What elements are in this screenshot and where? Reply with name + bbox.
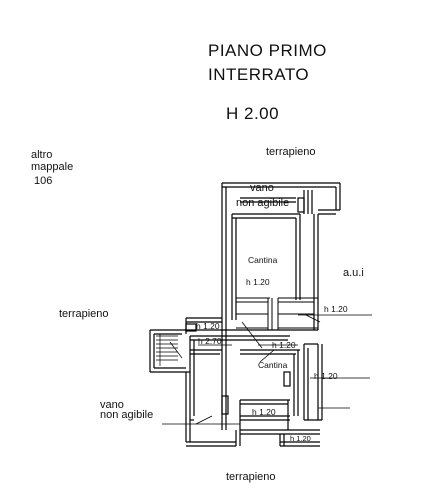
terrapieno-top-label: terrapieno: [266, 146, 316, 158]
upper-block-walls: [221, 182, 341, 340]
vano-top-label-line2: non agibile: [236, 197, 290, 209]
altro-label-line3: 106: [34, 175, 53, 187]
altro-label-line2: mappale: [31, 161, 74, 173]
cantina-lower-label: Cantina: [258, 360, 288, 370]
terrapieno-bottom-label: terrapieno: [226, 471, 276, 483]
dimension-h120-c: h 1.20: [196, 321, 220, 331]
plan-title-line2: INTERRATO: [208, 65, 310, 84]
dimension-h120-g: h 1.20: [290, 434, 311, 443]
plan-title-line1: PIANO PRIMO: [208, 41, 327, 60]
leader-lines: [162, 314, 372, 425]
dimension-h270: h 2.70: [198, 336, 222, 346]
altro-label-line1: altro: [31, 149, 53, 161]
compartments: [236, 297, 318, 330]
plan-height-label: H 2.00: [226, 104, 280, 123]
vano-left-label-line2: non agibile: [100, 409, 154, 421]
vano-top-label-line1: vano: [250, 182, 274, 194]
dimension-h120-e: h 1.20: [314, 371, 338, 381]
middle-band: [149, 317, 323, 447]
dimension-h120-f: h 1.20: [252, 407, 276, 417]
dimension-h120-d: h 1.20: [272, 340, 296, 350]
terrapieno-left-label: terrapieno: [59, 308, 109, 320]
dimension-h120-b: h 1.20: [324, 304, 348, 314]
dimension-h120-a: h 1.20: [246, 277, 270, 287]
cantina-upper-label: Cantina: [248, 255, 278, 265]
vano-left-label-line1: vano: [100, 399, 124, 411]
aui-label: a.u.i: [343, 267, 364, 279]
